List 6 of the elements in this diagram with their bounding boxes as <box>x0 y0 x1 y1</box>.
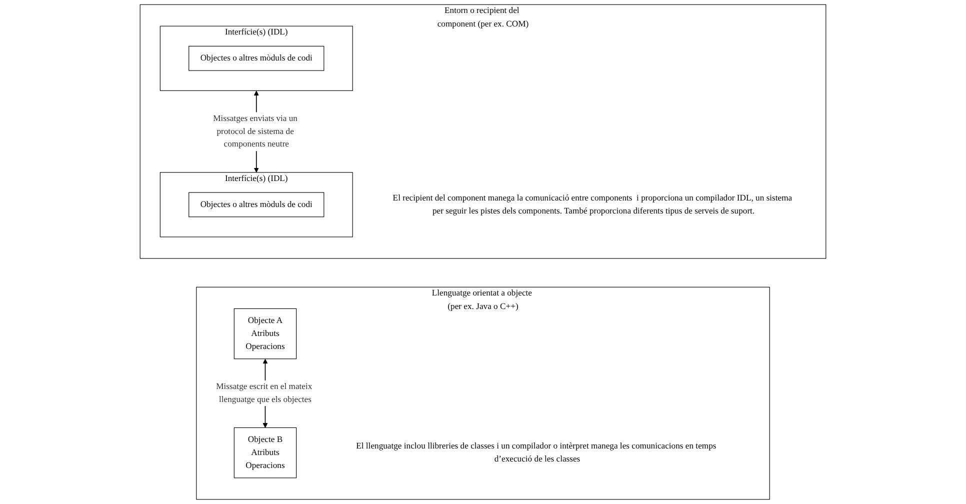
node-box: Objecte B Atributs Operacions <box>234 427 297 478</box>
node-box: Objectes o altres mòduls de codi <box>188 192 324 218</box>
node-box: Objectes o altres mòduls de codi <box>188 46 324 71</box>
node-box: Objecte A Atributs Operacions <box>234 308 297 360</box>
edge-label: Missatge escrit en el mateix llenguatge que els objectes <box>216 382 312 404</box>
edge-label: Missatges enviats via un protocol de sistema de components neutre <box>213 114 298 149</box>
